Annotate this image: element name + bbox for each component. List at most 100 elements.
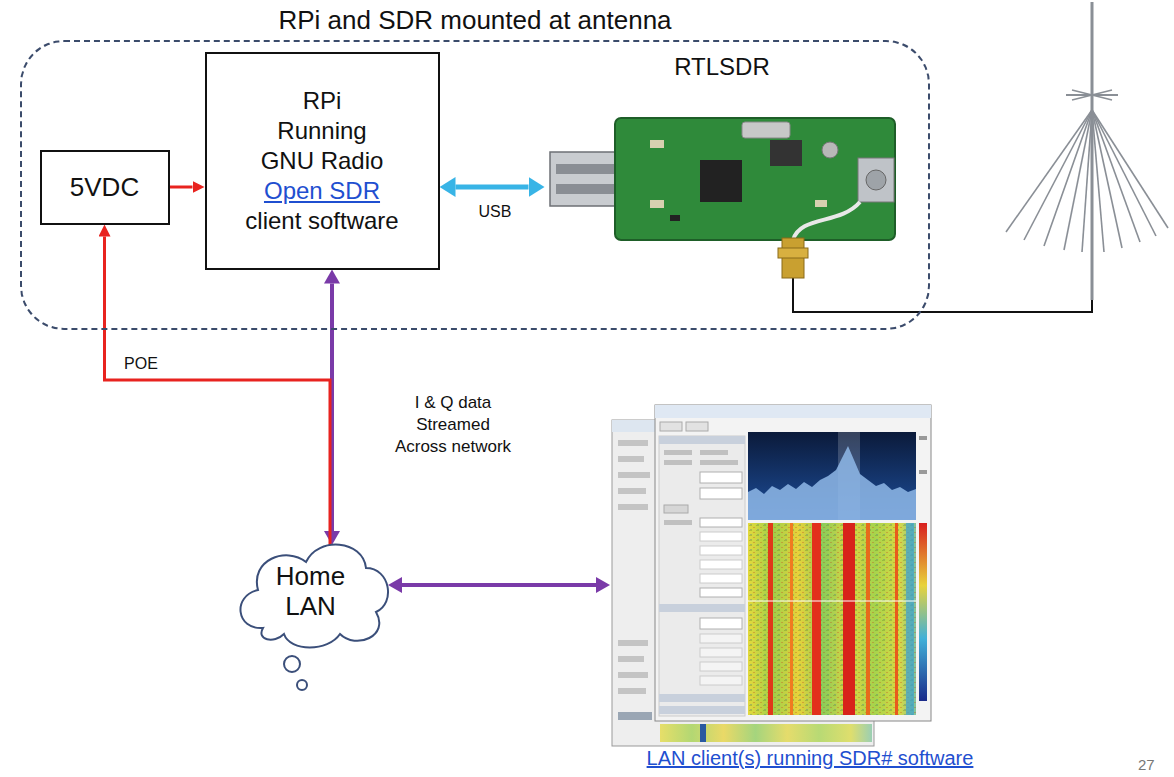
waterfall <box>748 523 916 715</box>
title-bar <box>655 405 931 418</box>
pigtail <box>793 202 860 240</box>
antenna-disc <box>1072 90 1112 100</box>
client-node: LAN client(s) running SDR# software <box>610 405 1010 770</box>
usb-plug-slot <box>556 164 614 174</box>
control <box>618 656 644 662</box>
component <box>815 200 827 207</box>
edge-label: I & Q data Streamed Across network <box>378 392 528 458</box>
waterfall-stripe <box>812 523 821 715</box>
usb-plug-slot <box>556 184 614 194</box>
control <box>700 648 742 657</box>
device-node: RTLSDR <box>545 52 900 292</box>
network-arrow <box>402 583 596 587</box>
thought-bubble <box>297 680 307 690</box>
control <box>618 488 646 494</box>
discone-antenna <box>1006 2 1168 300</box>
component <box>670 215 680 221</box>
control <box>700 634 742 643</box>
dashed-region: RPi and SDR mounted at antenna5VDCRPi Ru… <box>20 40 930 330</box>
waterfall-stripe <box>843 523 855 715</box>
control <box>618 472 650 478</box>
waterfall-stripe <box>768 523 773 715</box>
panel-header <box>659 436 745 444</box>
back-waterfall-stripe <box>700 724 706 742</box>
control <box>700 662 742 671</box>
control <box>618 440 648 446</box>
panel-header <box>659 706 745 714</box>
sdrsharp-screenshot <box>612 405 931 746</box>
button <box>660 422 682 431</box>
panel-header <box>659 694 745 702</box>
control <box>664 520 692 525</box>
component <box>650 140 664 148</box>
frequency-field <box>700 472 742 483</box>
waterfall-stripe <box>790 523 793 715</box>
chip <box>700 160 742 202</box>
panel-header <box>659 604 745 612</box>
frequency-field <box>700 488 742 499</box>
control <box>700 532 742 541</box>
waterfall-noise <box>748 523 916 715</box>
control <box>664 505 688 513</box>
link-caption: LAN client(s) running SDR# software <box>647 746 974 770</box>
edge-label: POE <box>116 354 166 374</box>
front-window <box>655 405 931 721</box>
edge-label-text: I & Q data Streamed Across network <box>393 392 513 458</box>
box-label: RPi Running GNU Radio <box>259 86 385 176</box>
slider <box>919 436 927 440</box>
control <box>618 640 648 646</box>
pcb <box>615 118 895 240</box>
control <box>618 456 644 462</box>
crystal <box>742 122 790 138</box>
spectrum-trace <box>748 446 916 520</box>
control <box>618 672 648 678</box>
power-arrow <box>170 186 193 189</box>
spectrum-view <box>748 432 916 520</box>
control <box>700 588 742 597</box>
antenna-mast <box>1091 2 1094 300</box>
control <box>700 546 742 555</box>
control <box>700 676 742 685</box>
box-label: 5VDC <box>70 172 139 203</box>
component <box>650 200 664 208</box>
waterfall-line <box>748 600 916 602</box>
waterfall-stripe <box>895 523 898 715</box>
control <box>618 712 652 720</box>
sma-nut <box>778 248 808 258</box>
control <box>700 618 742 629</box>
link-text: Open SDR <box>264 176 380 206</box>
waterfall-stripe <box>866 523 870 715</box>
page-number: 27 <box>1138 756 1155 774</box>
button <box>686 422 708 431</box>
control <box>664 460 692 465</box>
back-waterfall <box>660 724 872 742</box>
poe-line <box>105 237 331 546</box>
mcx-connector <box>866 170 886 190</box>
control <box>700 518 742 527</box>
rtlsdr-photo <box>550 118 895 278</box>
color-bar <box>919 523 927 701</box>
thought-bubble <box>284 656 300 672</box>
control <box>618 688 646 694</box>
control <box>700 450 728 455</box>
slider <box>919 470 927 474</box>
waterfall-stripe <box>906 523 914 715</box>
component <box>822 142 838 158</box>
control <box>700 560 742 569</box>
power-box: 5VDC <box>40 150 170 225</box>
edge-label: USB <box>470 202 520 222</box>
control <box>618 504 648 510</box>
process-box: RPi Running GNU RadioOpen SDRclient soft… <box>205 52 440 270</box>
coax-cable <box>793 278 1092 312</box>
control <box>700 574 742 583</box>
antenna-cone <box>1006 110 1168 252</box>
cloud-label: Home LAN <box>261 561 361 621</box>
control <box>664 450 692 455</box>
network-cloud: Home LAN <box>228 528 393 653</box>
device-label: RTLSDR <box>674 52 770 82</box>
control <box>700 460 738 465</box>
usb-plug <box>550 152 620 206</box>
